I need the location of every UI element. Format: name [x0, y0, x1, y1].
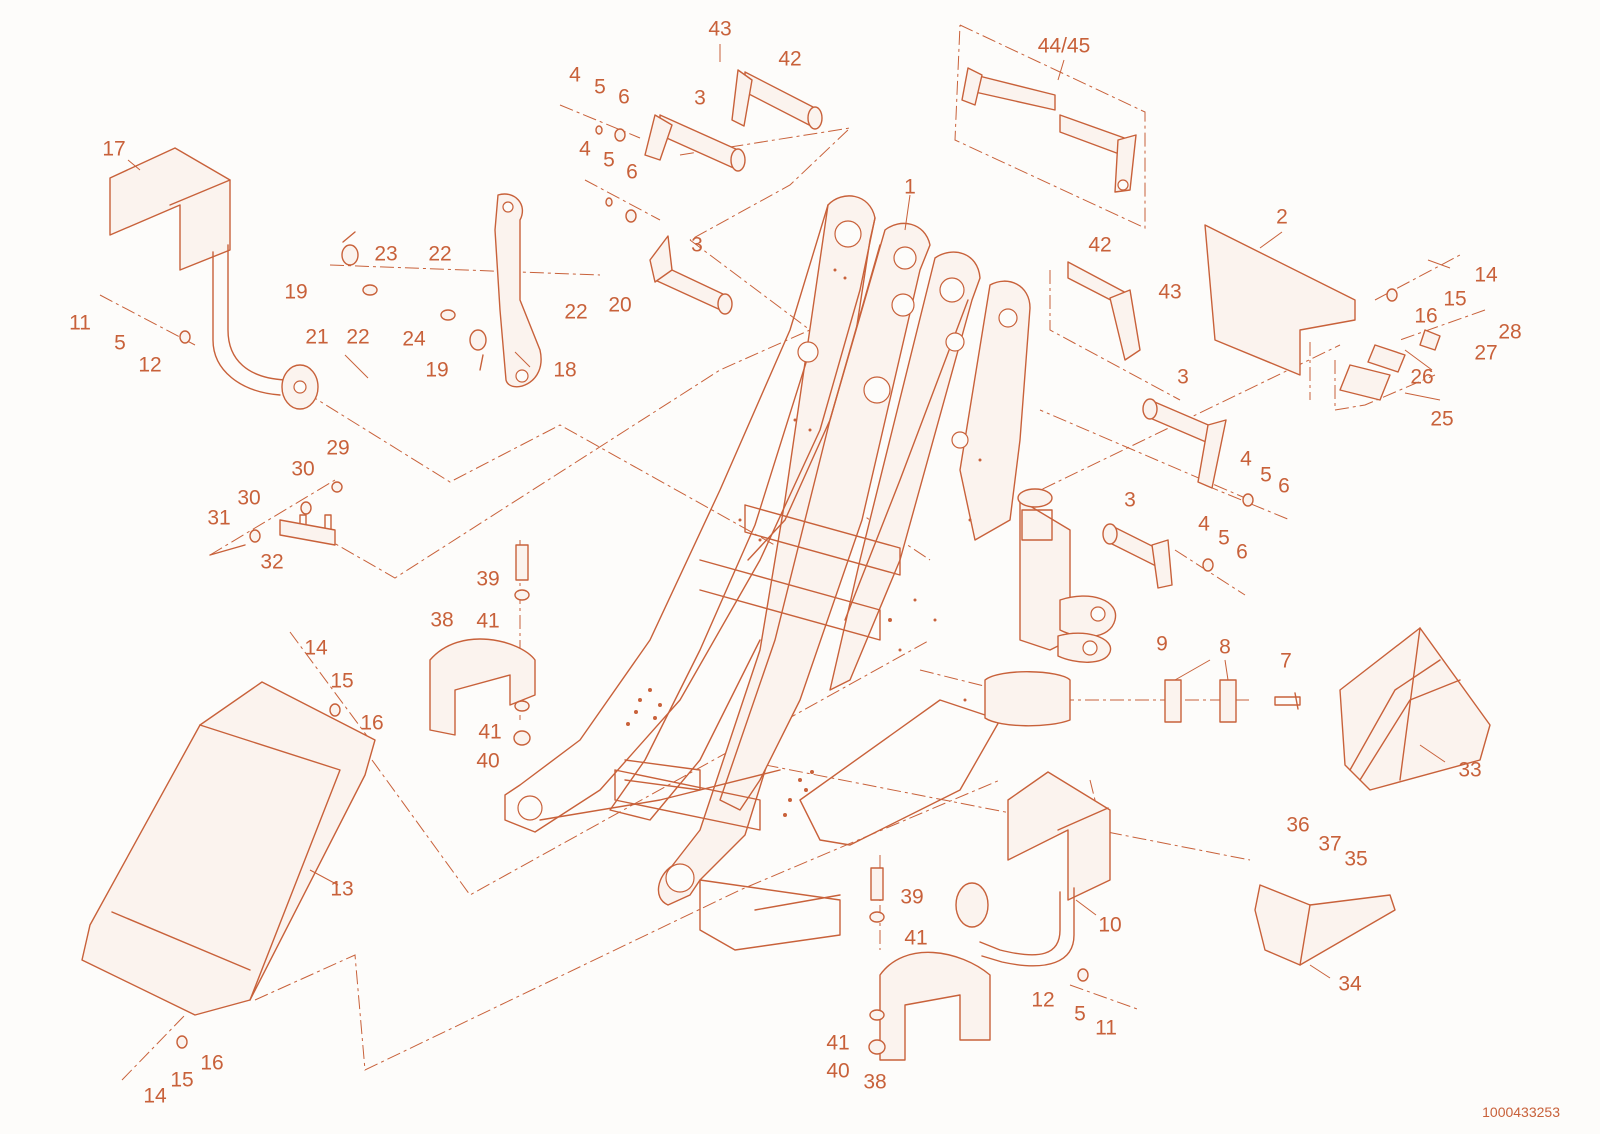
- callout-40: 40: [476, 750, 499, 773]
- step-bracket-10: [955, 771, 1111, 967]
- fasteners: [176, 125, 1398, 1055]
- callout-1: 1: [904, 176, 916, 199]
- frame-bolt-holes: [626, 268, 982, 817]
- callout-5: 5: [114, 332, 126, 355]
- callout-41: 41: [478, 721, 501, 744]
- callout-15: 15: [330, 670, 353, 693]
- callout-5: 5: [603, 149, 615, 172]
- callout-37: 37: [1318, 833, 1341, 856]
- callout-26: 26: [1410, 366, 1433, 389]
- callout-30: 30: [237, 487, 260, 510]
- callout-10: 10: [1098, 914, 1121, 937]
- callout-16: 16: [360, 712, 383, 735]
- callout-5: 5: [1074, 1003, 1086, 1026]
- callout-3: 3: [691, 234, 703, 257]
- callout-8: 8: [1219, 636, 1231, 659]
- callout-14: 14: [1474, 264, 1498, 287]
- callout-11: 11: [1095, 1017, 1117, 1040]
- callout-12: 12: [138, 354, 161, 377]
- callout-5: 5: [1260, 464, 1272, 487]
- callout-19: 19: [425, 359, 448, 382]
- step-bracket-17: [109, 147, 319, 410]
- callout-12: 12: [1031, 989, 1054, 1012]
- callout-3: 3: [1124, 489, 1136, 512]
- callout-21: 21: [305, 326, 328, 349]
- callout-33: 33: [1458, 759, 1481, 782]
- callout-16: 16: [1414, 305, 1437, 328]
- callout-40: 40: [826, 1060, 849, 1083]
- callout-6: 6: [618, 86, 630, 109]
- assembly-lines: [99, 24, 1486, 1081]
- callout-22: 22: [564, 301, 587, 324]
- linkage-parts: [209, 193, 1441, 723]
- callout-6: 6: [1278, 475, 1290, 498]
- callout-5: 5: [594, 76, 606, 99]
- callout-3: 3: [1177, 366, 1189, 389]
- callout-18: 18: [553, 359, 576, 382]
- callout-38: 38: [430, 609, 453, 632]
- callout-25: 25: [1430, 408, 1453, 431]
- callout-14: 14: [143, 1085, 167, 1108]
- shields: [81, 224, 1491, 1061]
- callout-39: 39: [900, 886, 923, 909]
- callout-2: 2: [1276, 206, 1288, 229]
- callout-42: 42: [1088, 234, 1111, 257]
- callout-22: 22: [428, 243, 451, 266]
- callout-41: 41: [904, 927, 927, 950]
- callout-7: 7: [1280, 650, 1292, 673]
- callout-44-45: 44/45: [1038, 35, 1091, 58]
- document-number: 1000433253: [1482, 1104, 1560, 1120]
- callout-32: 32: [260, 551, 283, 574]
- callout-4: 4: [569, 64, 581, 87]
- callout-43: 43: [1158, 281, 1181, 304]
- callout-11: 11: [69, 312, 91, 335]
- lift-column: [984, 488, 1117, 727]
- leader-lines: [127, 44, 1451, 979]
- callout-30: 30: [291, 458, 314, 481]
- callout-41: 41: [826, 1032, 849, 1055]
- callout-6: 6: [626, 161, 638, 184]
- callout-6: 6: [1236, 541, 1248, 564]
- callout-4: 4: [579, 138, 591, 161]
- callout-27: 27: [1474, 342, 1497, 365]
- callout-14: 14: [304, 637, 328, 660]
- callout-24: 24: [402, 328, 426, 351]
- callout-23: 23: [374, 243, 397, 266]
- callout-15: 15: [1443, 288, 1466, 311]
- callout-29: 29: [326, 437, 349, 460]
- callout-5: 5: [1218, 527, 1230, 550]
- callout-22: 22: [346, 326, 369, 349]
- callout-4: 4: [1240, 448, 1252, 471]
- main-boom-frame: [504, 195, 1031, 951]
- callout-38: 38: [863, 1071, 886, 1094]
- callout-17: 17: [102, 138, 125, 161]
- callout-39: 39: [476, 568, 499, 591]
- parts-drawing: [81, 24, 1491, 1081]
- callout-34: 34: [1338, 973, 1362, 996]
- callout-31: 31: [207, 507, 230, 530]
- pins: [644, 67, 1227, 589]
- callout-15: 15: [170, 1069, 193, 1092]
- callout-9: 9: [1156, 633, 1168, 656]
- callout-42: 42: [778, 48, 801, 71]
- callout-35: 35: [1344, 848, 1367, 871]
- callout-13: 13: [330, 878, 353, 901]
- callout-28: 28: [1498, 321, 1521, 344]
- callout-16: 16: [200, 1052, 223, 1075]
- callout-41: 41: [476, 610, 499, 633]
- callout-36: 36: [1286, 814, 1309, 837]
- callout-20: 20: [608, 294, 631, 317]
- callout-19: 19: [284, 281, 307, 304]
- callout-43: 43: [708, 18, 731, 41]
- callout-3: 3: [694, 87, 706, 110]
- callout-4: 4: [1198, 513, 1210, 536]
